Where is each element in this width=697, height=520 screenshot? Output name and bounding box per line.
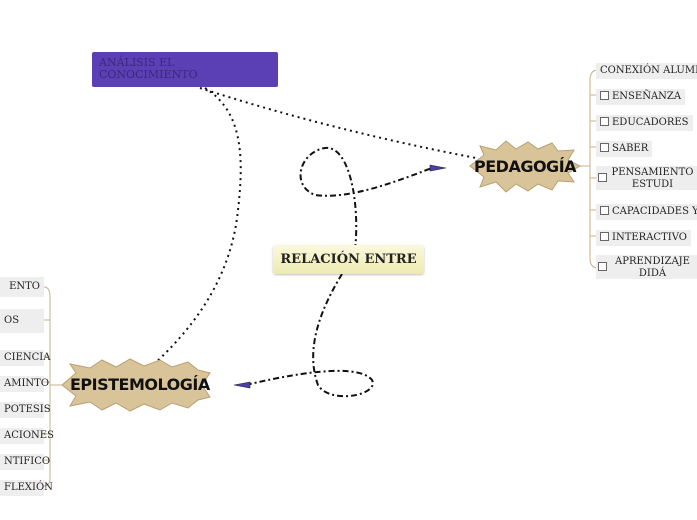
arrow-pedagogia — [429, 164, 447, 172]
epistemologia-node[interactable]: EPISTEMOLOGÍA — [70, 375, 210, 394]
leaf-label: PENSAMIENTO ESTUDI — [611, 167, 694, 190]
pedagogia-leaf[interactable]: EDUCADORES — [596, 115, 693, 131]
leaf-label: APRENDIZAJE DIDÁ — [615, 256, 690, 279]
analysis-node-text: ANÁLISIS EL CONOCIMIENTO — [99, 56, 198, 81]
link-center-epistemologia — [249, 273, 374, 398]
leaf-label: CONEXIÓN ALUMNO — [600, 65, 697, 76]
leaf-label: CAPACIDADES Y H — [612, 206, 697, 217]
epistemologia-bracket — [43, 286, 62, 487]
leaf-label: ENSEÑANZA — [612, 91, 682, 102]
relation-node[interactable]: RELACIÓN ENTRE — [273, 245, 424, 274]
pedagogia-title: PEDAGOGÍA — [474, 157, 577, 176]
leaf-label: FLEXIÓN — [4, 482, 53, 493]
epistemologia-leaf[interactable]: POTESIS — [0, 402, 51, 418]
analysis-node[interactable]: ANÁLISIS EL CONOCIMIENTO — [92, 52, 278, 87]
epistemologia-leaf[interactable]: OS — [0, 309, 44, 333]
pedagogia-bracket — [580, 69, 599, 269]
epistemologia-leaf[interactable]: FLEXIÓN — [0, 480, 53, 496]
epistemologia-leaf[interactable]: ACIONES — [0, 428, 54, 444]
leaf-label: OS — [4, 315, 20, 326]
epistemologia-star-shape — [61, 358, 211, 412]
leaf-label: AMINTO — [4, 378, 50, 389]
link-center-pedagogia — [299, 146, 433, 251]
leaf-label: POTESIS — [4, 404, 51, 415]
leaf-label: ENTO — [9, 281, 40, 292]
link-top-epistemologia — [149, 87, 242, 369]
leaf-label: EDUCADORES — [612, 117, 689, 128]
relation-node-text: RELACIÓN ENTRE — [280, 252, 417, 267]
pedagogia-leaf[interactable]: APRENDIZAJE DIDÁ — [596, 255, 697, 279]
pedagogia-node[interactable]: PEDAGOGÍA — [474, 157, 577, 176]
pedagogia-leaf[interactable]: SABER — [596, 141, 653, 157]
epistemologia-title: EPISTEMOLOGÍA — [70, 375, 210, 394]
pedagogia-star-shape — [469, 140, 582, 193]
collapse-box-icon[interactable] — [600, 91, 609, 100]
leaf-label: INTERACTIVO — [612, 232, 687, 243]
pedagogia-leaf[interactable]: PENSAMIENTO ESTUDI — [596, 166, 697, 190]
leaf-label: NTIFICO — [4, 456, 51, 467]
collapse-box-icon[interactable] — [600, 117, 609, 126]
leaf-label: CIENCIA — [4, 352, 51, 363]
collapse-box-icon[interactable] — [598, 173, 607, 182]
pedagogia-leaf[interactable]: INTERACTIVO — [596, 230, 691, 246]
epistemologia-leaf[interactable]: NTIFICO — [0, 454, 50, 470]
collapse-box-icon[interactable] — [600, 206, 609, 215]
leaf-label: ACIONES — [4, 430, 54, 441]
collapse-box-icon[interactable] — [600, 143, 609, 152]
epistemologia-leaf[interactable]: AMINTO — [0, 376, 49, 392]
pedagogia-leaf[interactable]: CONEXIÓN ALUMNO — [596, 63, 697, 79]
pedagogia-leaf[interactable]: CAPACIDADES Y H — [596, 204, 697, 220]
collapse-box-icon[interactable] — [598, 262, 607, 271]
epistemologia-leaf[interactable]: ENTO — [0, 277, 44, 297]
pedagogia-leaf[interactable]: ENSEÑANZA — [596, 89, 686, 105]
leaf-label: SABER — [612, 143, 649, 154]
link-top-pedagogia — [199, 87, 477, 159]
arrow-epistemologia — [233, 381, 251, 389]
epistemologia-leaf[interactable]: CIENCIA — [0, 350, 50, 366]
collapse-box-icon[interactable] — [600, 232, 609, 241]
